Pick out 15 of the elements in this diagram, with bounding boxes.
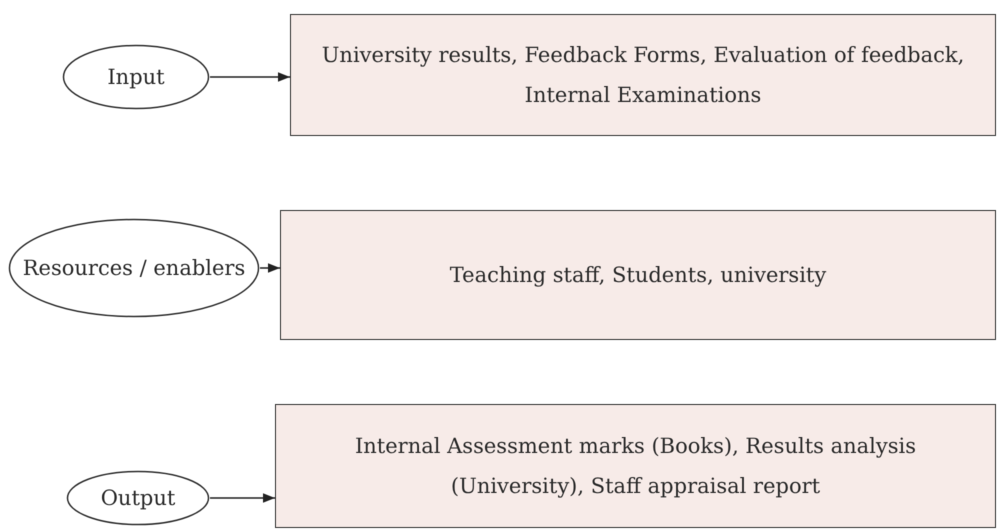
arrow <box>210 72 290 82</box>
node-text: Input <box>107 64 165 91</box>
arrow <box>260 263 280 273</box>
ellipse-node <box>8 218 260 318</box>
node-text: Teaching staff, Students, university <box>450 262 826 289</box>
node-text: University results, Feedback Forms, Evaluation of feedback, Internal Examinations <box>320 42 966 109</box>
process-box <box>280 210 996 340</box>
node-text: Internal Assessment marks (Books), Results analysis (University), Staff appraisal report <box>354 433 917 500</box>
arrow <box>210 493 275 503</box>
process-box <box>290 14 996 136</box>
node-text: Resources / enablers <box>22 255 246 282</box>
ellipse-node <box>62 44 210 110</box>
process-box <box>275 404 996 528</box>
ellipse-node <box>66 470 210 526</box>
node-text: Output <box>100 485 176 512</box>
